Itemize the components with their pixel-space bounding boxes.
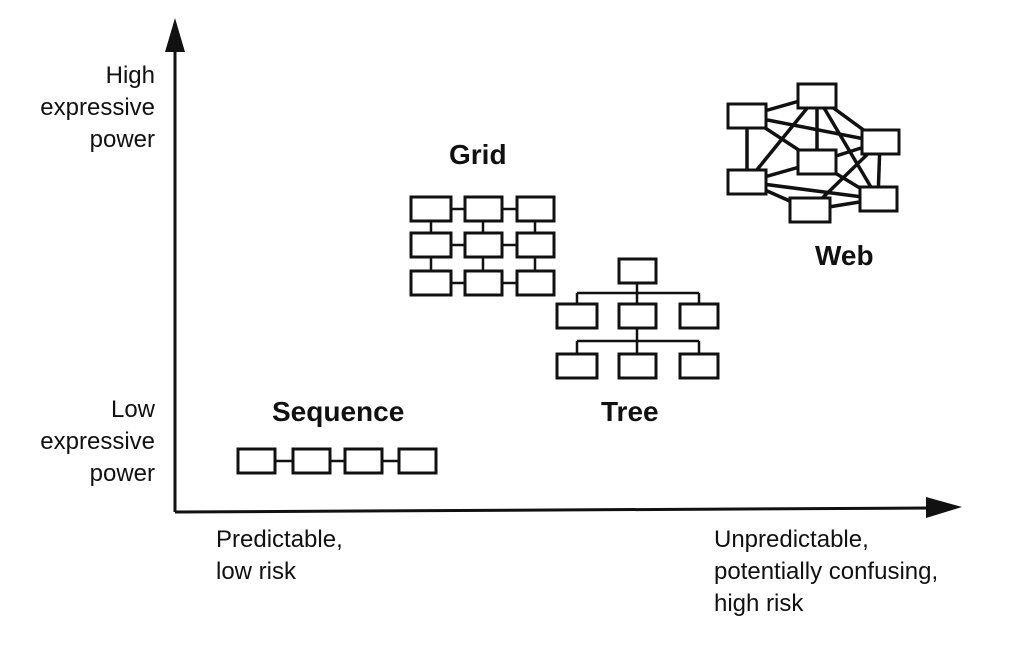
x-axis-left-label: Predictable, low risk: [216, 524, 343, 588]
web-link: [745, 94, 819, 184]
tree-node: [617, 257, 658, 285]
web-node: [796, 148, 838, 176]
y-axis-low-label-line: expressive: [40, 427, 155, 455]
tree-node: [678, 352, 720, 380]
sequence-node: [236, 447, 277, 475]
y-axis-low-label-line: power: [89, 459, 155, 487]
web-structure: [726, 82, 901, 224]
y-axis-low-label-line: Low: [110, 396, 155, 423]
y-axis-high-label: High expressive power: [40, 60, 155, 156]
tree-structure: [555, 257, 720, 380]
grid-node: [515, 195, 556, 223]
grid-node: [515, 231, 556, 259]
y-axis-low-label: Low expressive power: [40, 394, 155, 490]
tree-node: [617, 352, 658, 380]
tree-label: Tree: [601, 396, 659, 427]
grid-node: [409, 231, 453, 259]
web-node: [796, 82, 838, 110]
grid-node: [409, 269, 453, 297]
y-axis-high-label-line: expressive: [40, 93, 155, 121]
sequence-node: [343, 447, 384, 475]
x-axis-right-label: Unpredictable, potentially confusing, hi…: [714, 524, 938, 620]
web-label: Web: [815, 240, 874, 271]
sequence-node: [291, 447, 332, 475]
sequence-structure: [236, 447, 438, 475]
web-node: [788, 196, 832, 224]
x-axis-left-label-line: Predictable,: [216, 526, 343, 553]
sequence-label: Sequence: [272, 396, 405, 427]
web-node: [858, 185, 899, 213]
web-node: [726, 102, 768, 130]
grid-label: Grid: [449, 139, 507, 170]
web-link: [746, 180, 879, 201]
tree-node: [555, 302, 599, 330]
web-node: [860, 128, 901, 156]
grid-node: [515, 269, 556, 297]
grid-structure: [409, 195, 556, 297]
grid-node: [463, 269, 504, 297]
x-axis-left-label-line: low risk: [216, 557, 297, 585]
web-node: [726, 168, 768, 196]
y-axis-high-label-line: High: [105, 62, 155, 89]
grid-node: [463, 231, 504, 259]
grid-node: [463, 195, 504, 223]
sequence-node: [397, 447, 438, 475]
x-axis-right-label-line: high risk: [714, 589, 804, 617]
tree-node: [617, 302, 658, 330]
web-link: [815, 95, 880, 200]
x-axis-arrowhead: [926, 497, 962, 518]
y-axis-high-label-line: power: [89, 125, 155, 153]
grid-node: [409, 195, 453, 223]
x-axis-line: [174, 506, 931, 514]
tree-node: [678, 302, 720, 330]
y-axis-arrowhead: [165, 18, 185, 52]
axes: [165, 18, 962, 518]
x-axis-right-label-line: potentially confusing,: [714, 557, 939, 585]
web-link: [746, 114, 881, 144]
tree-node: [555, 352, 599, 380]
x-axis-right-label-line: Unpredictable,: [714, 526, 869, 553]
